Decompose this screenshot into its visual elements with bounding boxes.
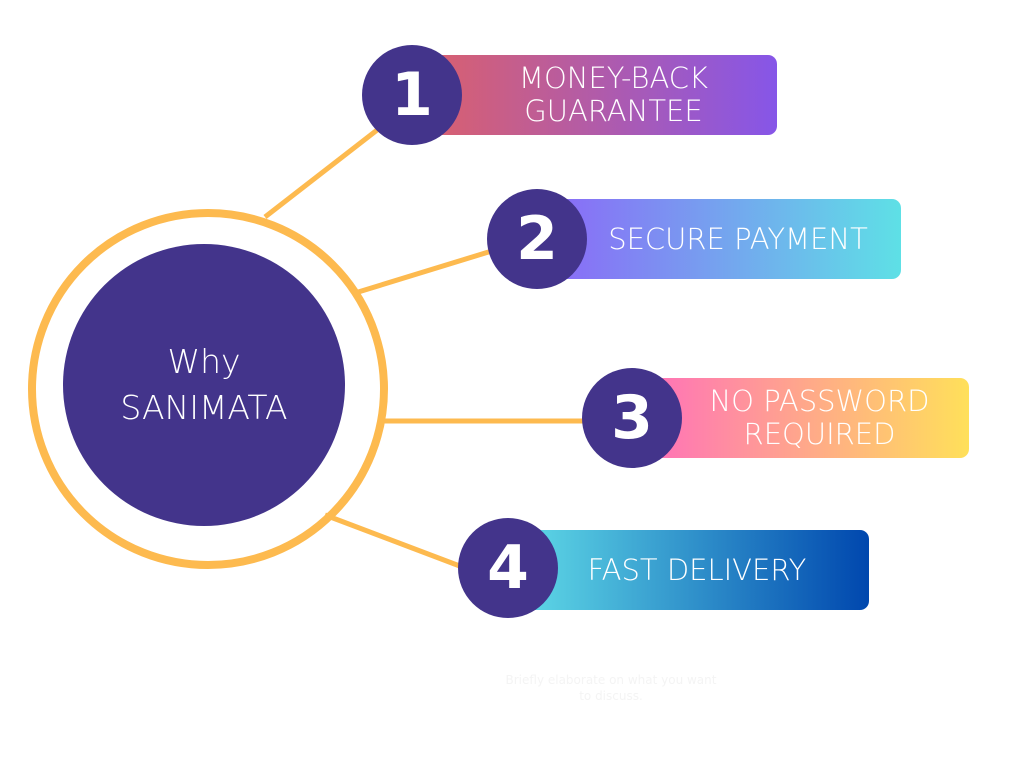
item-3-line2: REQUIRED	[743, 417, 896, 451]
item-bar-3: NO PASSWORD REQUIRED	[650, 378, 969, 458]
caption-line2: to discuss.	[579, 689, 643, 703]
item-number-1: 1	[362, 45, 462, 145]
item-bar-1: MONEY-BACK GUARANTEE	[430, 55, 777, 135]
caption: Briefly elaborate on what you want to di…	[480, 672, 742, 704]
connector-4	[324, 512, 466, 571]
item-number-3: 3	[582, 368, 682, 468]
item-bar-4: FAST DELIVERY	[525, 530, 869, 610]
item-4-line1: FAST DELIVERY	[587, 552, 807, 587]
center-title-line2: SANIMATA	[120, 388, 288, 427]
connector-1	[263, 118, 392, 219]
connector-2	[354, 247, 496, 296]
center-circle: Why SANIMATA	[63, 244, 345, 526]
item-number-4: 4	[458, 518, 558, 618]
center-ring	[28, 209, 388, 569]
item-3-line1: NO PASSWORD	[709, 384, 930, 418]
item-1-line2: GUARANTEE	[524, 94, 703, 128]
caption-line1: Briefly elaborate on what you want	[505, 673, 717, 687]
item-number-2: 2	[487, 189, 587, 289]
item-bar-2: SECURE PAYMENT	[555, 199, 901, 279]
item-1-line1: MONEY-BACK	[518, 61, 709, 95]
item-2-line1: SECURE PAYMENT	[608, 221, 868, 256]
center-title-line1: Why	[167, 342, 241, 381]
